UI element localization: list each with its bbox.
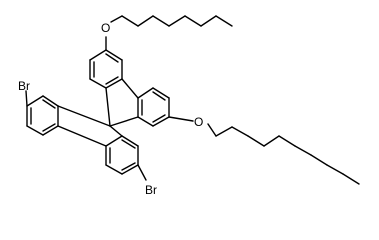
upper-right-benzene-ring	[137, 87, 170, 127]
chemical-structure-diagram: Br Br O O	[18, 15, 360, 197]
upper-octyloxy-chain	[105, 15, 233, 51]
upper-five-membered-ring	[105, 78, 139, 127]
lower-left-benzene-ring	[26, 95, 59, 136]
lower-five-membered-ring	[57, 105, 123, 147]
bromine-bonds	[25, 90, 147, 181]
oxygen-label: O	[101, 21, 110, 35]
upper-left-benzene-ring	[89, 49, 123, 89]
oxygen-label: O	[194, 115, 203, 129]
bromine-label: Br	[18, 79, 30, 93]
lower-right-benzene-ring	[105, 135, 139, 175]
lower-octyloxy-chain	[168, 116, 360, 185]
bromine-label: Br	[145, 183, 157, 197]
